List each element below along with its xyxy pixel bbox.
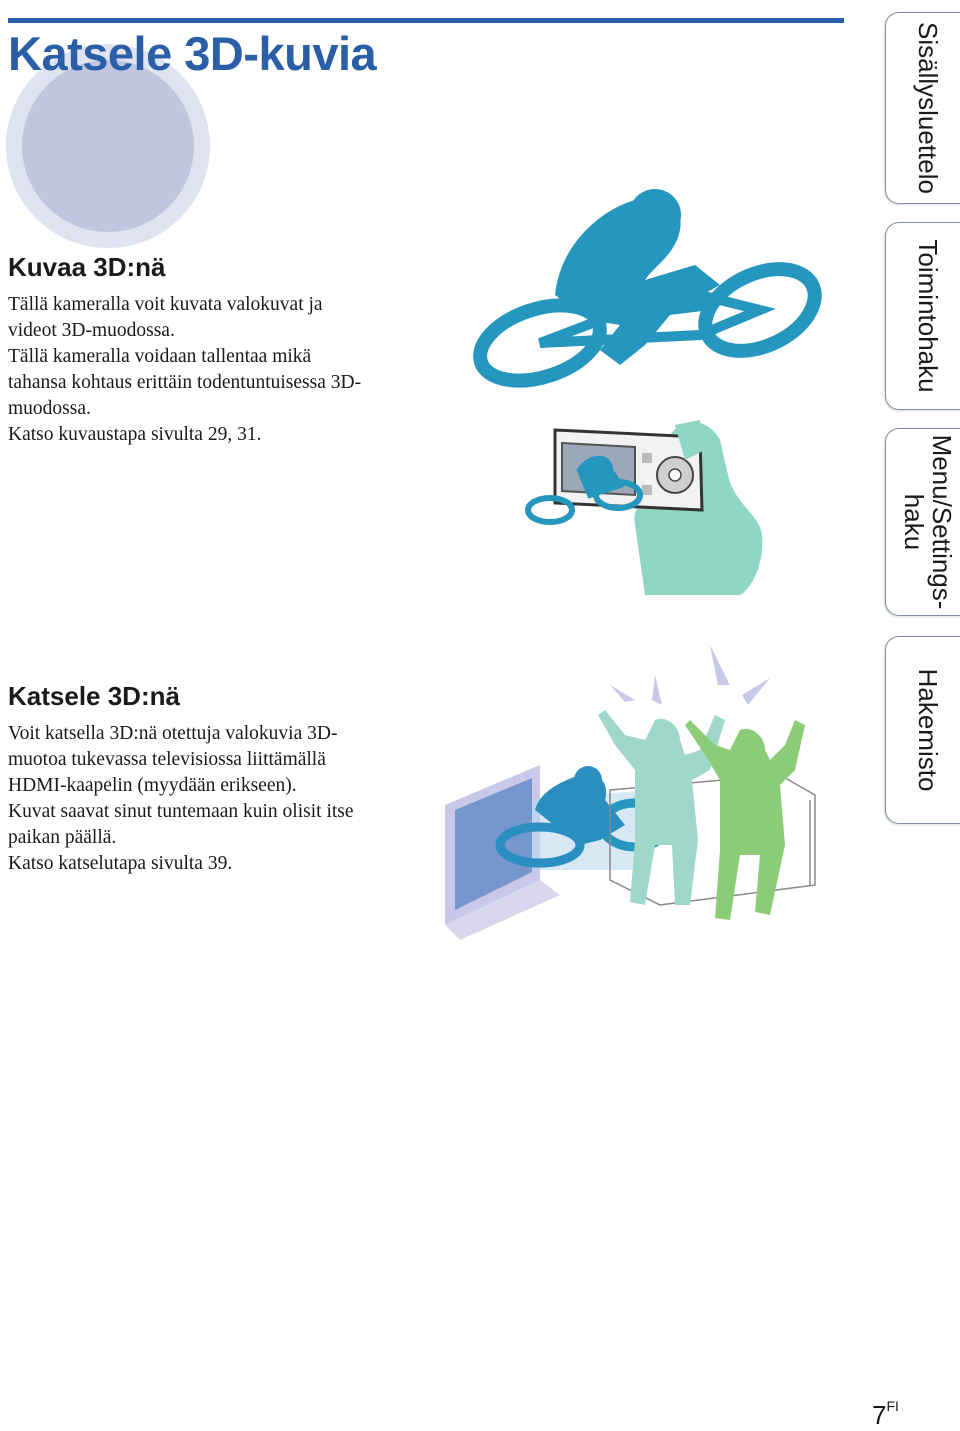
body-line: HDMI-kaapelin (myydään erikseen). <box>8 775 297 796</box>
body-line: videot 3D-muodossa. <box>8 320 175 341</box>
body-line: Kuvat saavat sinut tuntemaan kuin olisit… <box>8 801 354 822</box>
body-line: muodossa. <box>8 398 91 419</box>
viewer-right-icon <box>685 720 805 920</box>
television-icon <box>445 765 560 940</box>
page-title: Katsele 3D-kuvia <box>8 27 377 80</box>
tab-menu-settings-search[interactable]: Menu/Settings- haku <box>885 428 960 616</box>
cyclist-3d-small-icon <box>525 455 643 525</box>
tab-label-line: haku <box>899 493 929 551</box>
tab-label: Toimintohaku <box>913 239 943 393</box>
body-line: Katso katselutapa sivulta 39. <box>8 853 233 874</box>
top-rule <box>8 18 844 23</box>
page-number-value: 7 <box>872 1400 887 1430</box>
body-line: paikan päällä. <box>8 827 117 848</box>
page-number-suffix: FI <box>886 1398 899 1414</box>
body-line: Katso kuvaustapa sivulta 29, 31. <box>8 424 262 445</box>
body-line: Tällä kameralla voidaan tallentaa mikä <box>8 346 312 367</box>
section-heading-view-3d: Katsele 3D:nä <box>8 681 180 711</box>
section-body-shoot-3d: Tällä kameralla voit kuvata valokuvat ja… <box>8 292 418 448</box>
tab-table-of-contents[interactable]: Sisällysluettelo <box>885 12 960 204</box>
section-heading-shoot-3d: Kuvaa 3D:nä <box>8 252 166 282</box>
viewing-3d-illustration <box>445 645 816 940</box>
body-line: Voit katsella 3D:nä otettuja valokuvia 3… <box>8 723 338 744</box>
page-number: 7FI <box>872 1398 899 1431</box>
body-line: tahansa kohtaus erittäin todentuntuisess… <box>8 372 362 393</box>
excitement-burst-icon <box>610 645 770 705</box>
shooting-3d-illustration <box>473 189 822 595</box>
section-body-view-3d: Voit katsella 3D:nä otettuja valokuvia 3… <box>8 721 418 877</box>
tab-label-line: Menu/Settings- <box>927 434 957 610</box>
cyclist-icon <box>473 189 822 388</box>
body-line: muotoa tukevassa televisiossa liittämäll… <box>8 749 326 770</box>
tab-label: Sisällysluettelo <box>913 22 943 194</box>
tab-label: Hakemisto <box>913 668 943 792</box>
decorative-circle-inner <box>22 60 194 232</box>
tab-operation-search[interactable]: Toimintohaku <box>885 222 960 410</box>
body-line: Tällä kameralla voit kuvata valokuvat ja <box>8 294 323 315</box>
tab-index[interactable]: Hakemisto <box>885 636 960 824</box>
tab-label: Menu/Settings- haku <box>899 434 957 610</box>
viewer-left-icon <box>598 710 725 905</box>
